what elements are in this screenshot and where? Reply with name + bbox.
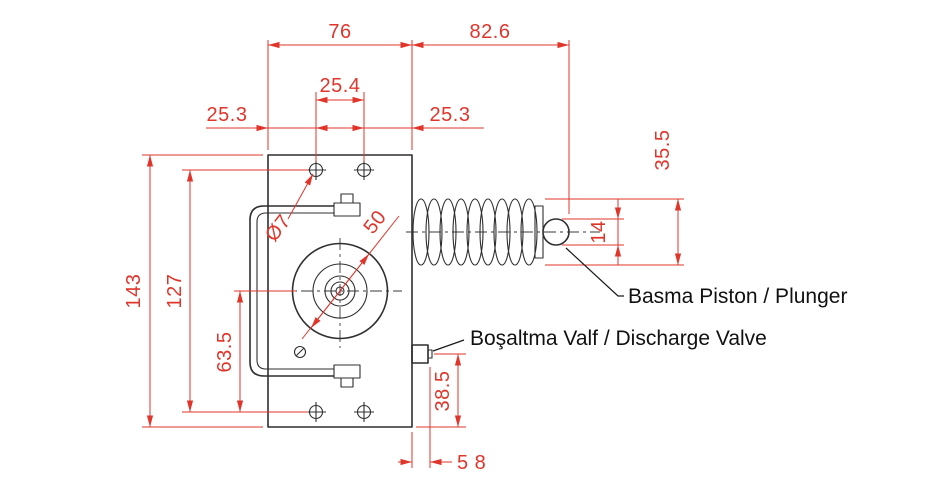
strap-tab-bottom [333,364,361,379]
screw-slot [295,347,305,357]
dim-text-38-5: 38.5 [432,371,454,412]
dim-text-5-8: 5 8 [457,452,486,474]
dim-text-25-3-right: 25.3 [430,104,471,126]
dim-body-height: 143 [123,155,154,427]
label-discharge-valve: Boşaltma Valf / Discharge Valve [432,327,767,352]
dim-hole-edges: 25.3 25.3 [206,104,484,132]
arrow [310,290,341,329]
plunger-label-text: Basma Piston / Plunger [628,285,847,308]
hole-centermark [354,160,374,180]
plunger-leader-line [565,247,624,297]
dim-text-25-3-left: 25.3 [207,104,248,126]
bore-circle-5 [335,286,345,296]
spring-coil [466,198,484,266]
dim-text-35-5: 35.5 [652,130,674,171]
dim-text-127: 127 [164,274,186,309]
dim-plunger-diameter: 14 [588,199,622,265]
dim-hole-diameter: Ø7 [261,173,314,246]
dim-body-width: 76 [268,21,412,49]
spring-coil [493,198,511,266]
dim-text-76: 76 [328,21,351,43]
dim-plunger-length: 82.6 [412,21,569,49]
spring-coil [452,198,470,266]
hole-centermark [354,402,374,422]
spring-coil [425,198,443,266]
dim-text-25-4: 25.4 [320,75,361,97]
spring-coil [479,198,497,266]
strap-bolt-bottom [340,377,354,388]
valve-leader-line [432,339,465,352]
bore-circle-4 [330,281,350,301]
plunger-tip [542,218,570,246]
dim-center-to-holes: 63.5 [214,291,244,412]
spring-coil [520,198,538,266]
mounting-hole-top-left [306,160,326,180]
spring-coil [506,198,524,266]
spring [412,198,538,266]
dim-text-82-6: 82.6 [470,21,511,43]
mounting-holes [306,160,374,422]
dim-valve-to-bottom: 38.5 [432,354,462,427]
mounting-hole-bottom-left [306,402,326,422]
leader-arrow [287,173,314,220]
dim-text-dia7: Ø7 [261,211,295,246]
dim-spring-height: 35.5 [652,130,682,265]
dim-text-50: 50 [359,206,391,238]
discharge-valve [411,344,433,364]
hole-centermark [306,402,326,422]
dim-text-143: 143 [123,274,145,309]
screw-detail [293,345,307,359]
valve-nub [427,349,433,359]
dim-hole-pitch-horizontal: 25.4 [316,75,364,104]
dim-valve-protrusion: 5 8 [398,452,486,474]
strap-tab-top [333,202,361,217]
arrow [339,253,370,292]
mounting-hole-top-right [354,160,374,180]
bore-circle-3 [324,275,356,307]
valve-body [411,344,429,364]
hole-centermark [306,160,326,180]
dim-text-63-5: 63.5 [214,332,236,373]
dim-hole-pitch-vertical: 127 [164,170,194,412]
bore-circle-2 [312,263,368,319]
discharge-valve-label-text: Boşaltma Valf / Discharge Valve [470,327,767,350]
strap-bolt-top [340,193,354,204]
spring-coil [439,198,457,266]
dim-text-14: 14 [588,220,610,243]
label-plunger: Basma Piston / Plunger [565,247,847,308]
dim-bore-diameter: 50 [301,206,400,340]
gland-bore [291,242,389,340]
plunger-assembly [534,205,570,259]
spring-coil [412,198,430,266]
mounting-hole-bottom-right [354,402,374,422]
